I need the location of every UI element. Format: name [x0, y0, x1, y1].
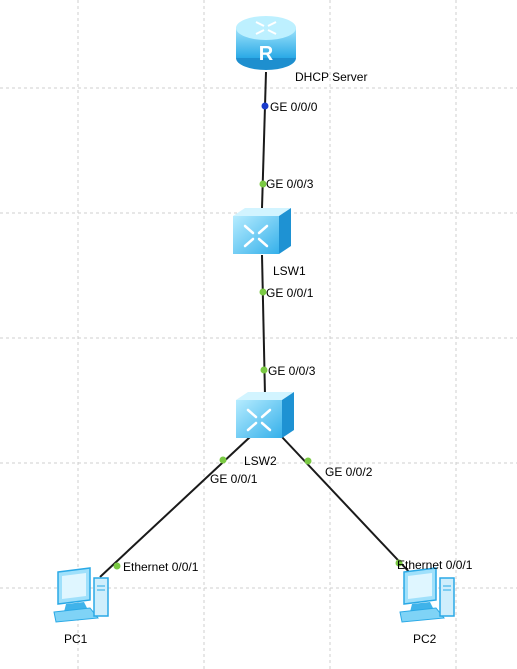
link-lsw1-lsw2[interactable]: [261, 254, 266, 396]
link-lsw2-pc2[interactable]: [281, 436, 413, 576]
port-dot-lsw2-ge002: [304, 457, 312, 465]
port-dot-lsw2-ge003: [260, 366, 268, 374]
link-lsw2-pc1[interactable]: [99, 436, 251, 578]
router-glyph: R: [259, 43, 274, 65]
port-label-lsw1-ge003: GE 0/0/3: [266, 177, 314, 191]
pc-icon: [399, 567, 455, 623]
lsw1-device[interactable]: [231, 206, 293, 256]
port-label-lsw2-ge003: GE 0/0/3: [268, 364, 316, 378]
port-label-lsw2-ge001: GE 0/0/1: [210, 472, 258, 486]
router-device[interactable]: R: [234, 14, 298, 72]
router-name-label: DHCP Server: [295, 70, 368, 84]
port-dot-lsw2-ge001: [219, 456, 227, 464]
port-dot-pc1-eth001: [113, 562, 121, 570]
port-dot-lsw1-ge001: [259, 288, 267, 296]
port-label-lsw2-ge002: GE 0/0/2: [325, 465, 373, 479]
switch-icon: [236, 392, 294, 438]
port-label-pc2-eth001: Ethernet 0/0/1: [397, 558, 473, 572]
lsw1-name-label: LSW1: [273, 264, 306, 278]
pc-icon: [53, 567, 109, 623]
port-label-pc1-eth001: Ethernet 0/0/1: [123, 560, 199, 574]
port-label-lsw1-ge001: GE 0/0/1: [266, 286, 314, 300]
port-dot-lsw1-ge003: [259, 180, 267, 188]
lsw2-device[interactable]: [234, 390, 296, 440]
pc2-device[interactable]: [396, 566, 460, 624]
pc1-device[interactable]: [50, 566, 114, 624]
port-label-router-ge000: GE 0/0/0: [270, 100, 318, 114]
switch-icon: [233, 208, 291, 254]
router-icon: R: [236, 16, 296, 70]
pc1-name-label: PC1: [64, 632, 88, 646]
port-dot-pc2-eth001: [395, 559, 403, 567]
port-dot-router-ge000: [261, 102, 269, 110]
pc2-name-label: PC2: [413, 632, 437, 646]
lsw2-name-label: LSW2: [244, 454, 277, 468]
